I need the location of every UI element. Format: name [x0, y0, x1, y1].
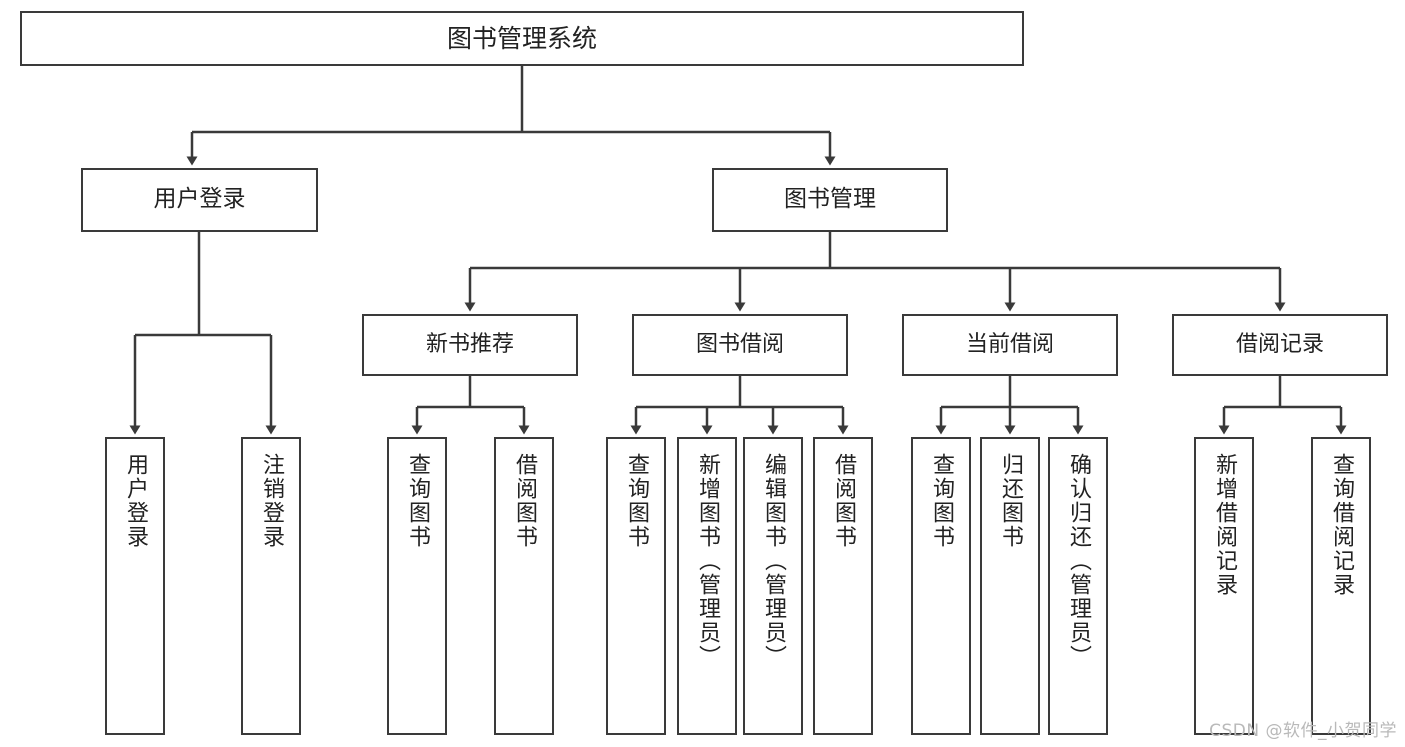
- leaf-query-book-label: 查询图书: [624, 453, 649, 549]
- node-book-management[interactable]: 图书管理: [712, 168, 948, 232]
- node-root-label: 图书管理系统: [446, 23, 597, 53]
- leaf-query-book-recommend-label: 查询图书: [405, 453, 430, 549]
- node-current-borrow[interactable]: 当前借阅: [902, 314, 1118, 376]
- node-user-login[interactable]: 用户登录: [81, 168, 318, 232]
- leaf-add-book-admin[interactable]: 新增图书（管理员）: [677, 437, 737, 735]
- leaf-user-login[interactable]: 用户登录: [105, 437, 165, 735]
- leaf-confirm-return-admin-label: 确认归还（管理员）: [1066, 453, 1091, 669]
- leaf-query-book[interactable]: 查询图书: [606, 437, 666, 735]
- node-user-login-label: 用户登录: [153, 186, 246, 213]
- node-borrow-records[interactable]: 借阅记录: [1172, 314, 1388, 376]
- leaf-query-book-recommend[interactable]: 查询图书: [387, 437, 447, 735]
- csdn-watermark: CSDN @软件_小贺同学: [1209, 721, 1397, 741]
- node-current-borrow-label: 当前借阅: [965, 332, 1054, 358]
- leaf-query-book-current-label: 查询图书: [929, 453, 954, 549]
- leaf-logout[interactable]: 注销登录: [241, 437, 301, 735]
- node-new-book-recommend[interactable]: 新书推荐: [362, 314, 578, 376]
- node-book-borrow-label: 图书借阅: [695, 332, 784, 358]
- leaf-edit-book-admin-label: 编辑图书（管理员）: [761, 453, 786, 669]
- leaf-confirm-return-admin[interactable]: 确认归还（管理员）: [1048, 437, 1108, 735]
- leaf-return-book[interactable]: 归还图书: [980, 437, 1040, 735]
- node-new-book-recommend-label: 新书推荐: [425, 332, 514, 358]
- leaf-return-book-label: 归还图书: [998, 453, 1023, 549]
- leaf-borrow-book-label: 借阅图书: [831, 453, 856, 549]
- leaf-query-borrow-record[interactable]: 查询借阅记录: [1311, 437, 1371, 735]
- node-book-borrow[interactable]: 图书借阅: [632, 314, 848, 376]
- node-book-management-label: 图书管理: [784, 186, 876, 213]
- node-root[interactable]: 图书管理系统: [20, 11, 1024, 66]
- leaf-add-borrow-record[interactable]: 新增借阅记录: [1194, 437, 1254, 735]
- leaf-edit-book-admin[interactable]: 编辑图书（管理员）: [743, 437, 803, 735]
- leaf-add-book-admin-label: 新增图书（管理员）: [695, 453, 720, 669]
- leaf-add-borrow-record-label: 新增借阅记录: [1212, 453, 1237, 597]
- leaf-logout-label: 注销登录: [259, 453, 284, 549]
- leaf-query-book-current[interactable]: 查询图书: [911, 437, 971, 735]
- leaf-query-borrow-record-label: 查询借阅记录: [1329, 453, 1354, 597]
- leaf-user-login-label: 用户登录: [123, 453, 148, 549]
- leaf-borrow-book[interactable]: 借阅图书: [813, 437, 873, 735]
- leaf-borrow-book-recommend[interactable]: 借阅图书: [494, 437, 554, 735]
- node-borrow-records-label: 借阅记录: [1235, 332, 1324, 358]
- leaf-borrow-book-recommend-label: 借阅图书: [512, 453, 537, 549]
